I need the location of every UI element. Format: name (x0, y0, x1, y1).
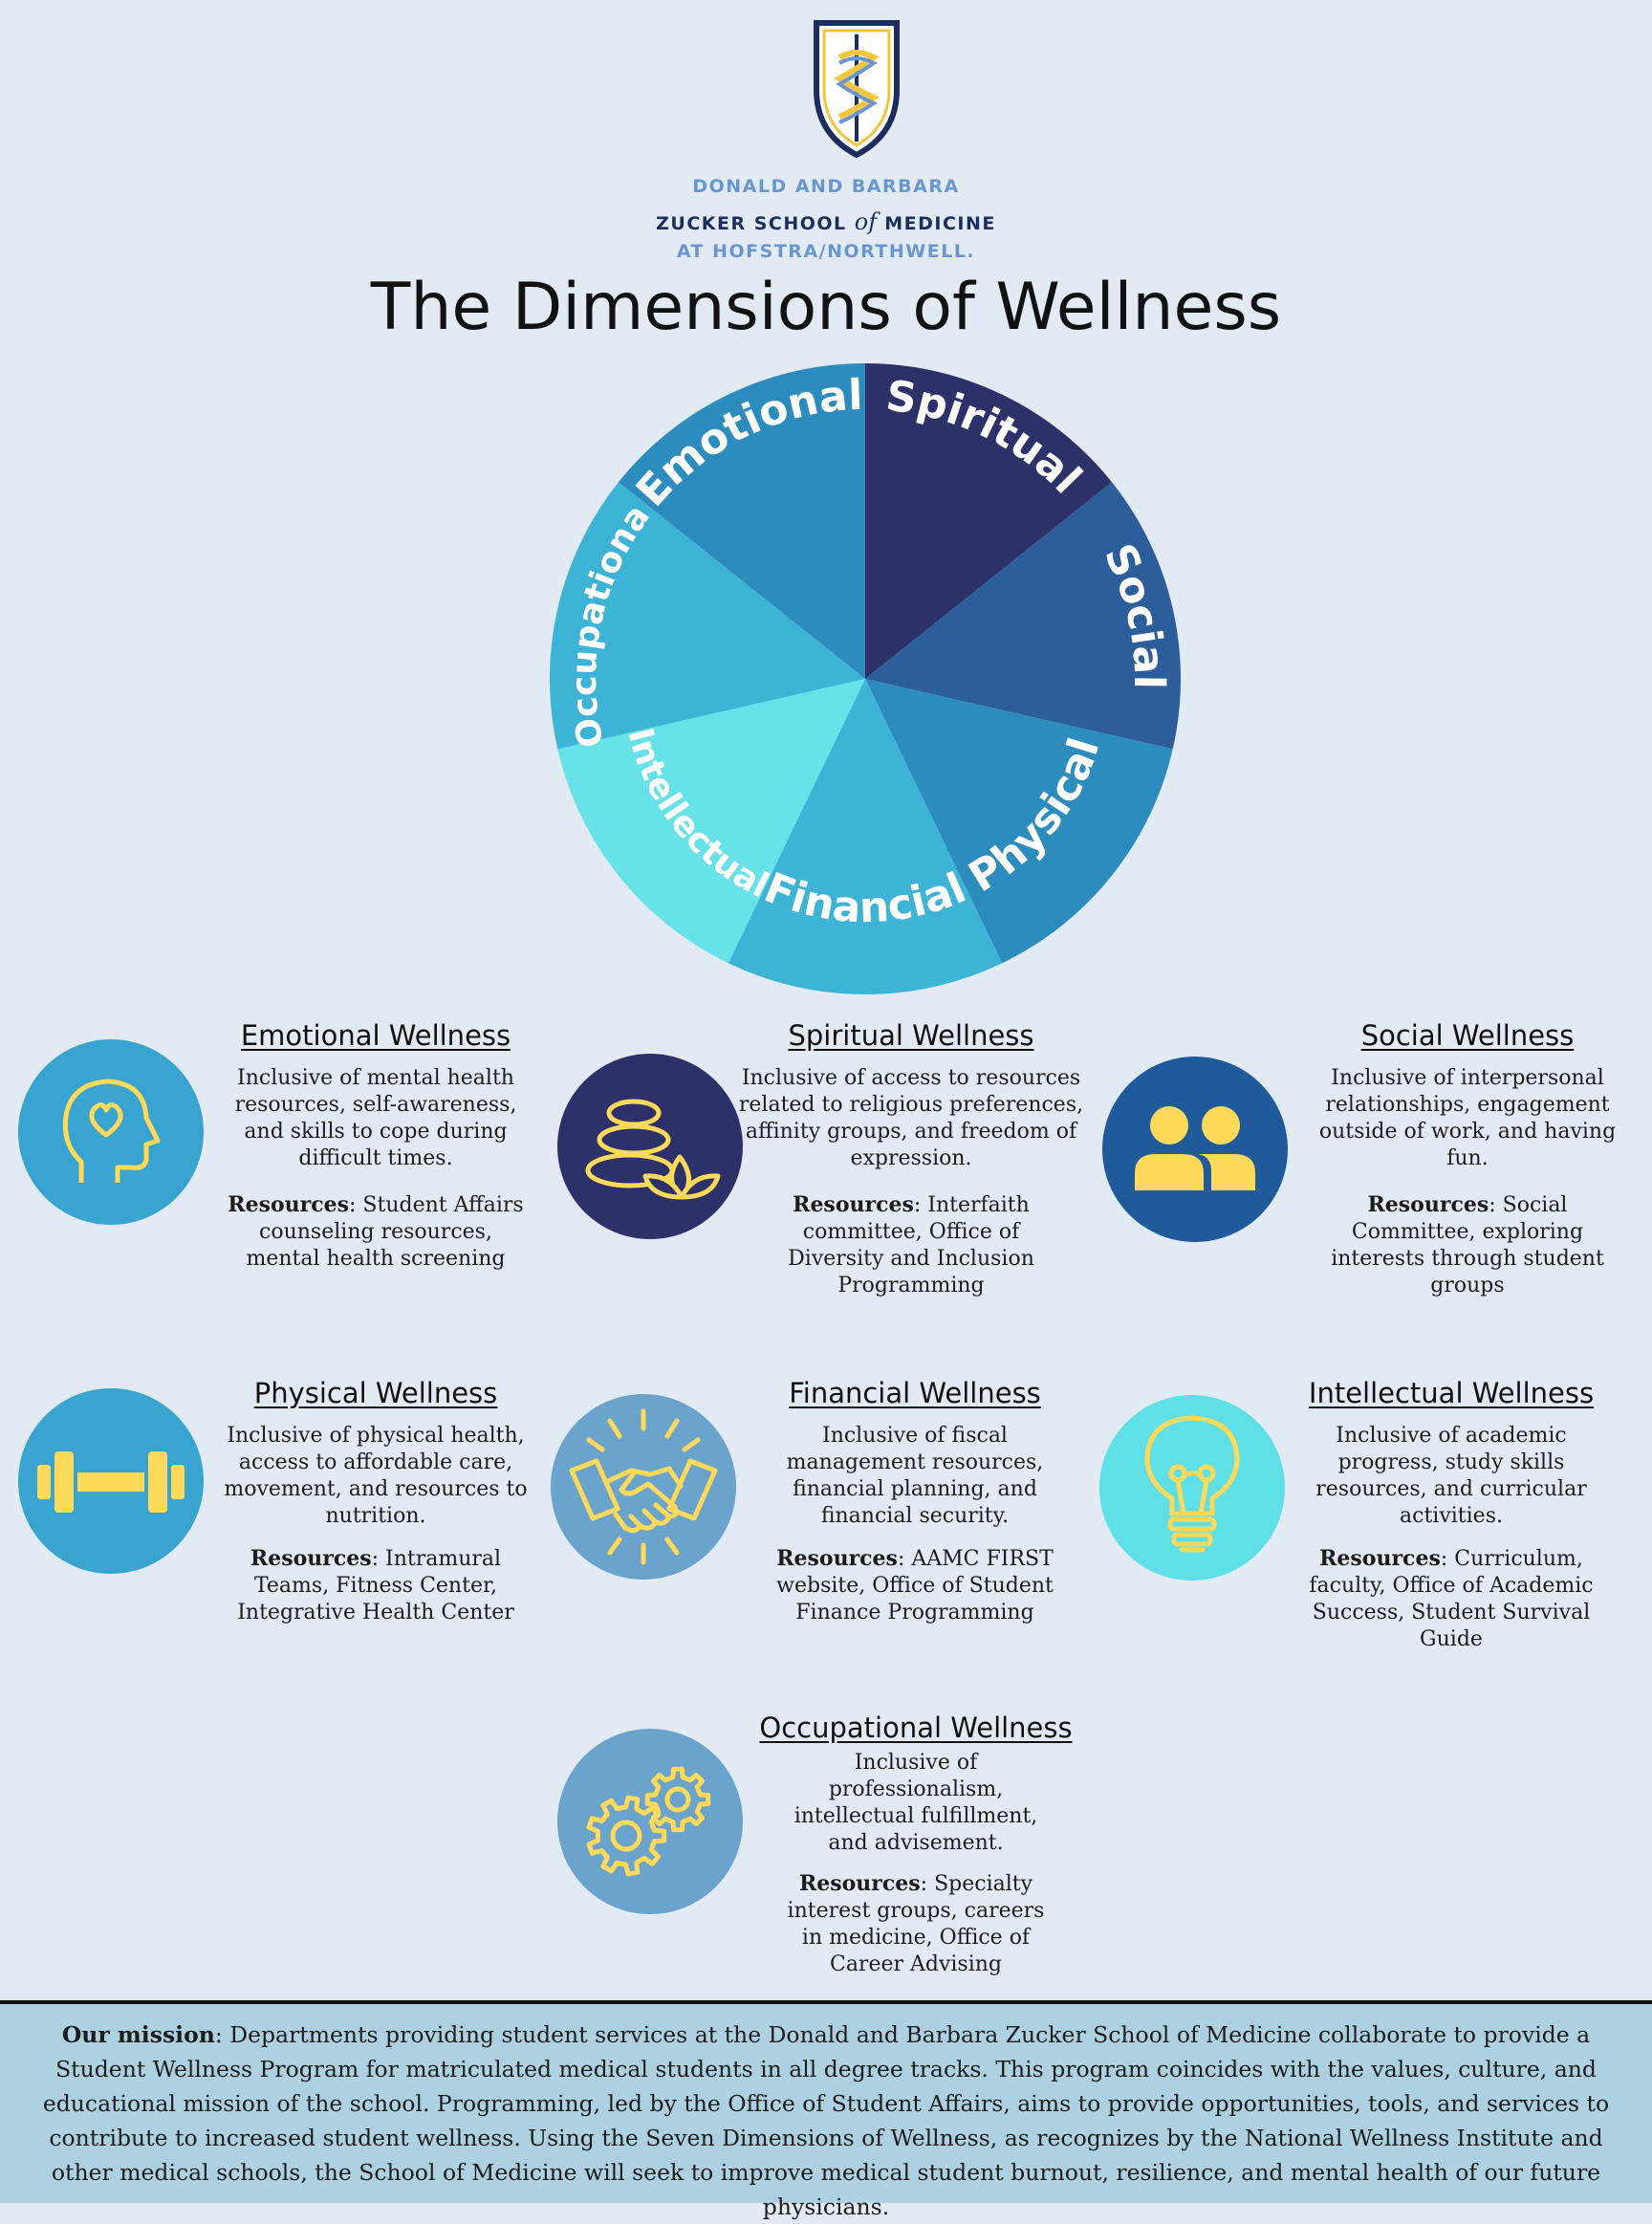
wheel-segment-intellectual (557, 679, 865, 964)
wheel-segment-emotional (618, 363, 865, 679)
spiritual-wellness-title: Spiritual Wellness (788, 1019, 1034, 1052)
dumbbell-icon (18, 1388, 204, 1574)
school-name-line1: DONALD AND BARBARA (692, 176, 960, 197)
head-heart-icon (18, 1039, 204, 1225)
mission-label: Our mission (61, 2021, 215, 2048)
wheel-segment-occupational (550, 482, 865, 750)
spiritual-wellness-card: Spiritual Wellness Inclusive of access t… (738, 1019, 1084, 1299)
page-title: The Dimensions of Wellness (370, 270, 1282, 345)
intellectual-wellness-desc: Inclusive of academic progress, study sk… (1315, 1424, 1587, 1528)
financial-wellness-card: Financial Wellness Inclusive of fiscal m… (755, 1377, 1075, 1626)
emotional-wellness-card: Emotional Wellness Inclusive of mental h… (228, 1019, 524, 1273)
wheel-segment-spiritual (865, 363, 1113, 679)
emotional-wellness-title: Emotional Wellness (240, 1019, 511, 1052)
lightbulb-icon (1099, 1395, 1285, 1581)
gears-icon (557, 1729, 743, 1914)
physical-wellness-resources: Resources: Intramural Teams, Fitness Cen… (237, 1546, 514, 1624)
intellectual-wellness-card: Intellectual Wellness Inclusive of acade… (1291, 1377, 1612, 1653)
social-wellness-resources: Resources: Social Committee, exploring i… (1331, 1192, 1604, 1297)
stones-lotus-icon (557, 1054, 743, 1239)
mission-text: : Departments providing student services… (42, 2021, 1610, 2220)
physical-wellness-card: Physical Wellness Inclusive of physical … (222, 1377, 530, 1626)
intellectual-wellness-title: Intellectual Wellness (1308, 1377, 1595, 1409)
spiritual-wellness-desc: Inclusive of access to resources related… (738, 1066, 1084, 1170)
occupational-wellness-resources: Resources: Specialty interest groups, ca… (787, 1871, 1045, 1976)
handshake-icon (551, 1394, 736, 1580)
occupational-wellness-desc: Inclusive of professionalism, intellectu… (793, 1751, 1038, 1855)
social-wellness-desc: Inclusive of interpersonal relationships… (1318, 1066, 1617, 1170)
financial-wellness-desc: Inclusive of fiscal management resources… (786, 1424, 1044, 1528)
financial-wellness-title: Financial Wellness (789, 1377, 1041, 1409)
mission-statement: Our mission: Departments providing stude… (0, 2000, 1652, 2220)
intellectual-wellness-resources: Resources: Curriculum, faculty, Office o… (1309, 1546, 1594, 1651)
school-name-line2: ZUCKER SCHOOL of MEDICINE (656, 208, 996, 235)
social-wellness-title: Social Wellness (1360, 1019, 1575, 1052)
physical-wellness-desc: Inclusive of physical health, access to … (224, 1424, 528, 1528)
school-name-line3: AT HOFSTRA/NORTHWELL. (676, 241, 976, 262)
emotional-wellness-desc: Inclusive of mental health resources, se… (234, 1066, 517, 1170)
occupational-wellness-card: Occupational Wellness Inclusive of profe… (755, 1712, 1076, 1978)
wheel-segment-physical (865, 679, 1173, 964)
spiritual-wellness-resources: Resources: Interfaith committee, Office … (788, 1192, 1034, 1297)
physical-wellness-title: Physical Wellness (253, 1377, 498, 1409)
occupational-wellness-title: Occupational Wellness (759, 1712, 1073, 1744)
social-wellness-card: Social Wellness Inclusive of interperson… (1291, 1019, 1644, 1299)
school-logo (811, 19, 902, 159)
emotional-wellness-resources: Resources: Student Affairs counseling re… (228, 1192, 524, 1271)
wheel-segment-social (865, 482, 1181, 750)
financial-wellness-resources: Resources: AAMC FIRST website, Office of… (776, 1546, 1054, 1624)
wheel-segment-financial (728, 679, 1003, 994)
people-icon (1102, 1057, 1288, 1242)
